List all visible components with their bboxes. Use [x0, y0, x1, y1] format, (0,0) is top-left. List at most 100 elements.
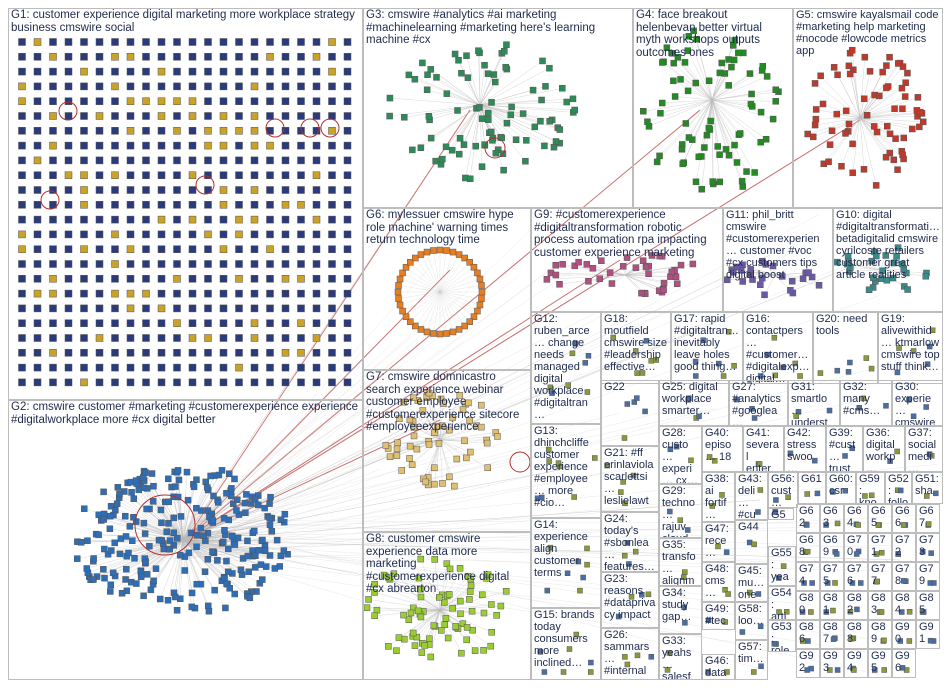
- isolate-node: [328, 334, 336, 342]
- isolate-node: [188, 304, 197, 313]
- edge: [446, 93, 481, 106]
- isolate-node: [188, 38, 197, 46]
- isolate-node: [266, 141, 274, 150]
- isolate-node: [343, 201, 352, 209]
- cluster-node: [563, 98, 570, 106]
- isolate-node: [111, 171, 119, 179]
- cluster-node: [143, 505, 150, 513]
- edge: [182, 539, 193, 593]
- group-box-g41: G41: several enter…: [743, 426, 784, 472]
- isolate-node: [33, 289, 42, 298]
- group-label: G73: [919, 534, 934, 558]
- isolate-node: [343, 378, 352, 387]
- isolate-node: [297, 171, 305, 179]
- group-box-g57: G57: tim…: [735, 640, 768, 680]
- isolate-node: [126, 112, 135, 120]
- isolate-node: [33, 319, 42, 327]
- isolate-node: [204, 141, 212, 150]
- isolate-node: [111, 260, 119, 268]
- edge: [624, 274, 664, 291]
- isolate-node: [188, 156, 197, 165]
- edge: [182, 349, 561, 541]
- isolate-node: [18, 319, 26, 327]
- isolate-node: [250, 304, 259, 313]
- isolate-node: [328, 304, 336, 313]
- isolate-node: [250, 67, 259, 76]
- edge: [408, 74, 481, 106]
- edge: [410, 262, 441, 293]
- isolate-node: [126, 334, 135, 342]
- cluster-node: [442, 143, 450, 151]
- isolate-node: [18, 53, 26, 61]
- group-box-g19: G19: alivewithid… ktmarlow cmswire top s…: [878, 312, 943, 384]
- group-label: G4: face breakout helenbevan better virt…: [636, 9, 766, 59]
- isolate-node: [18, 349, 26, 357]
- isolate-node: [142, 260, 150, 268]
- cluster-node: [204, 484, 211, 491]
- cluster-node: [173, 607, 181, 614]
- isolate-node: [142, 127, 150, 135]
- isolate-node: [312, 38, 321, 46]
- edge: [624, 274, 678, 284]
- group-label: G78: [895, 563, 910, 587]
- edge: [681, 99, 713, 150]
- isolate-node: [126, 275, 135, 283]
- cluster-node: [448, 146, 456, 154]
- isolate-node: [312, 363, 321, 372]
- edge: [479, 104, 483, 167]
- edge: [859, 117, 903, 155]
- isolate-node: [204, 334, 212, 342]
- isolate-node: [188, 319, 197, 327]
- edge: [397, 439, 441, 444]
- isolate-node: [142, 156, 150, 165]
- isolate-node: [126, 304, 135, 313]
- isolate-node: [33, 171, 42, 179]
- cluster-node: [433, 74, 440, 81]
- isolate-node: [235, 319, 243, 327]
- cluster-node: [231, 475, 238, 483]
- edge: [196, 464, 938, 534]
- isolate-node: [95, 215, 104, 224]
- group-label: G54: arti…: [771, 587, 792, 620]
- isolate-node: [49, 245, 57, 253]
- cluster-node: [427, 134, 435, 142]
- edge: [479, 104, 512, 108]
- group-label: G49: #tec…: [705, 603, 729, 629]
- group-label: G72: [895, 534, 910, 558]
- edge: [182, 539, 229, 572]
- group-box-g60: G60: csr…: [826, 472, 856, 504]
- group-box-g80: G80: [796, 591, 820, 620]
- isolate-node: [312, 156, 321, 165]
- isolate-node: [297, 112, 305, 120]
- cluster-node: [170, 529, 177, 536]
- group-label: G12: ruben_arce… change needs managed di…: [534, 313, 590, 421]
- isolate-node: [126, 363, 135, 372]
- isolate-node: [204, 201, 212, 209]
- group-label: G26: sammars… #internal…: [604, 629, 650, 679]
- isolate-node: [266, 53, 274, 61]
- isolate-node: [49, 230, 57, 239]
- cluster-node: [150, 483, 157, 490]
- isolate-node: [188, 363, 197, 372]
- edge: [879, 247, 899, 271]
- isolate-node: [204, 97, 212, 105]
- isolate-node: [219, 245, 228, 253]
- isolate-node: [281, 245, 290, 253]
- cluster-node: [492, 149, 500, 157]
- isolate-node: [343, 334, 352, 342]
- isolate-node: [343, 67, 352, 76]
- cluster-node: [401, 114, 408, 121]
- isolate-node: [266, 171, 274, 179]
- edge: [439, 439, 488, 468]
- isolate-node: [235, 186, 243, 194]
- edge: [479, 104, 524, 114]
- edge: [439, 578, 487, 611]
- edge: [479, 68, 550, 106]
- isolate-node: [250, 319, 259, 327]
- isolate-node: [281, 186, 290, 194]
- edge: [427, 89, 481, 106]
- isolate-node: [219, 97, 228, 105]
- isolate-node: [281, 363, 290, 372]
- isolate-node: [64, 201, 73, 209]
- edge: [439, 409, 464, 441]
